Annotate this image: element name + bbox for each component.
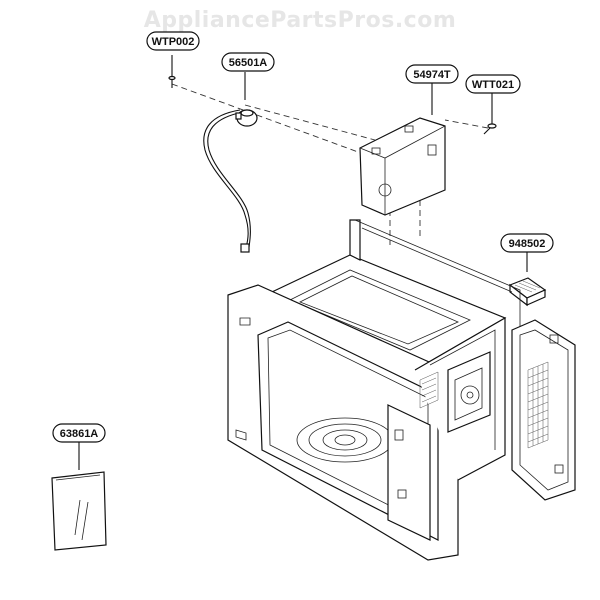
microwave-cabinet (227, 219, 521, 561)
part-label-wtt021[interactable]: WTT021 (465, 74, 521, 94)
part-label-text: WTP002 (152, 36, 195, 48)
part-label-63861a[interactable]: 63861A (52, 423, 106, 443)
part-label-948502[interactable]: 948502 (500, 233, 554, 253)
bracket-54974t (359, 117, 446, 216)
block-948502 (508, 277, 547, 307)
watermark: AppliancePartsPros.com (143, 8, 457, 33)
part-label-text: WTT021 (472, 79, 514, 91)
screw-wtp002 (168, 75, 176, 88)
part-label-wtp002[interactable]: WTP002 (146, 31, 200, 51)
part-label-54974t[interactable]: 54974T (405, 64, 459, 84)
part-label-text: 948502 (509, 238, 546, 250)
screw-wtt021 (483, 123, 497, 135)
thermostat-56501a (203, 109, 258, 253)
part-label-text: 54974T (413, 69, 451, 81)
part-label-text: 63861A (60, 428, 99, 440)
part-label-text: 56501A (229, 57, 268, 69)
control-panel-frame (511, 319, 576, 501)
part-label-56501a[interactable]: 56501A (221, 52, 275, 72)
bag-63861a (51, 471, 107, 551)
